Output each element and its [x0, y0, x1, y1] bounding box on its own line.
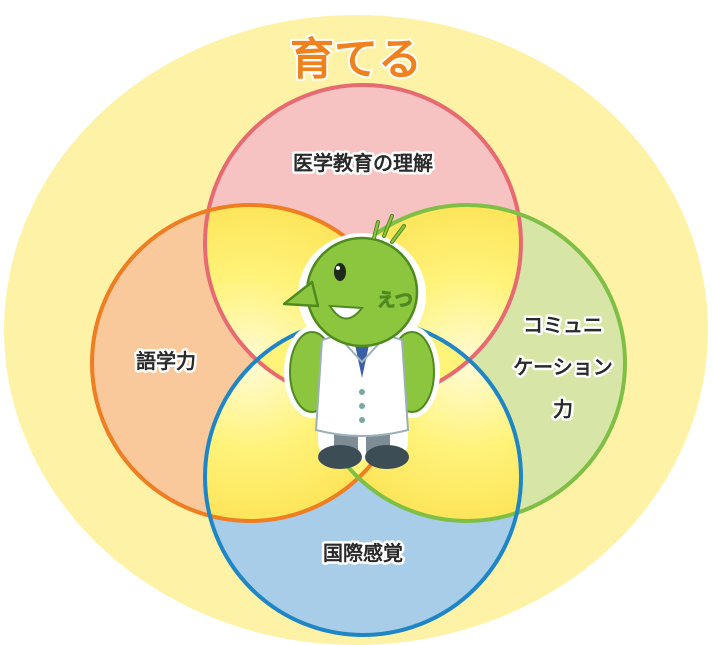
- label-language-skill: 語学力: [136, 349, 196, 373]
- label-international-sense: 国際感覚: [323, 541, 403, 565]
- diagram-title: 育てる: [290, 34, 422, 85]
- label-communication-line-1: コミュニ: [523, 313, 603, 337]
- mascot-badge: えつ: [377, 290, 412, 311]
- label-communication-line-3: 力: [553, 397, 573, 421]
- label-communication-line-2: ケーション: [513, 355, 613, 379]
- label-medical-education: 医学教育の理解: [293, 151, 433, 175]
- mascot-doctor-bird-icon: [282, 214, 440, 469]
